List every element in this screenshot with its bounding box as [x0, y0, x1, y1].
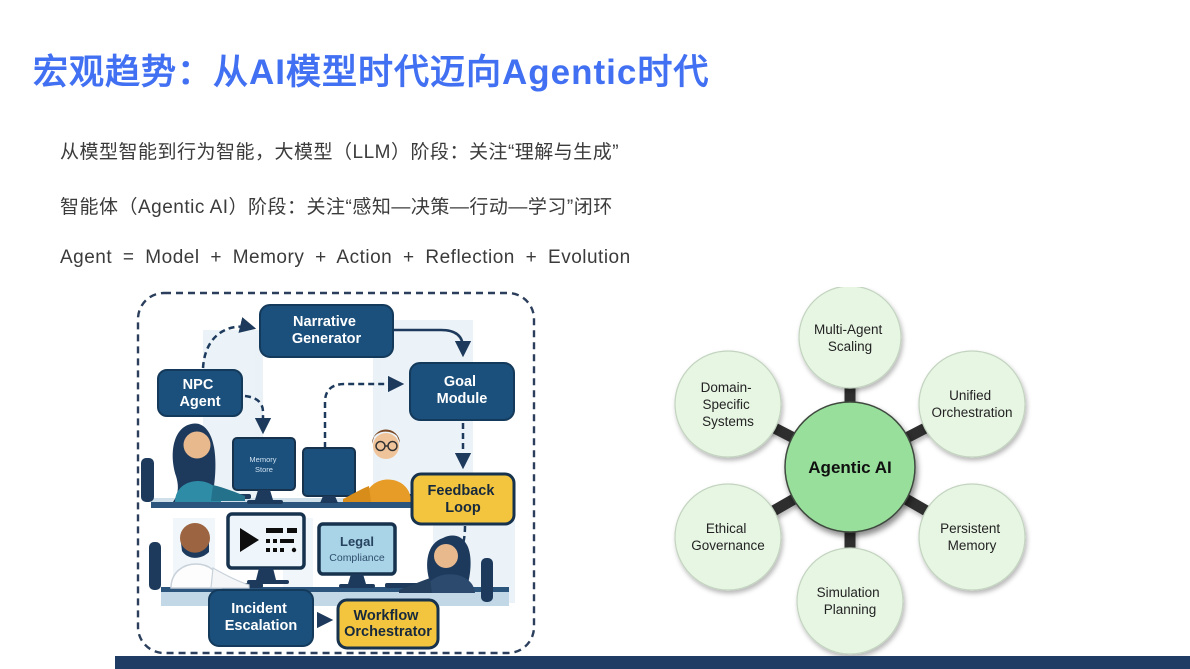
agentic-ai-hub-svg: Multi-Agent Scaling Domain- Specific Sys… [674, 285, 1026, 655]
ethical-governance-label: Ethical Governance [691, 521, 765, 553]
control-panel-monitor [226, 512, 306, 584]
arrow-npc-to-memory [244, 394, 272, 435]
legal-label: Legal [340, 534, 374, 549]
satellite-persistent-memory: Persistent Memory [918, 483, 1026, 591]
agentic-ai-hub-diagram: Multi-Agent Scaling Domain- Specific Sys… [660, 285, 1050, 667]
bullet-line-2: 智能体（Agentic AI）阶段：关注“感知—决策—行动—学习”闭环 [60, 197, 613, 218]
person-man-orange [343, 429, 411, 502]
memory-store-monitor: Memory Store [232, 437, 296, 504]
legal-compliance-monitor: Legal Compliance [317, 522, 397, 588]
satellite-domain-specific-systems: Domain- Specific Systems [674, 350, 782, 458]
narrative-generator-box: Narrative Generator [259, 304, 394, 358]
satellite-unified-orchestration: Unified Orchestration [918, 350, 1026, 458]
feedback-loop-label: Feedback Loop [428, 483, 499, 516]
goal-module-box: Goal Module [409, 362, 515, 421]
workflow-orchestrator-box: Workflow Orchestrator [336, 598, 440, 650]
feedback-loop-box: Feedback Loop [410, 472, 516, 526]
agent-workflow-illustration: Memory Store [133, 290, 540, 663]
compliance-label: Compliance [329, 552, 385, 564]
person-man-bald [149, 523, 250, 590]
agent-workflow-svg: Memory Store [136, 291, 536, 655]
satellite-multi-agent-scaling: Multi-Agent Scaling [798, 285, 902, 389]
npc-agent-box: NPC Agent [157, 369, 243, 417]
bullet-line-3: Agent = Model + Memory + Action + Reflec… [60, 247, 631, 268]
memory-store-label: Memory Store [249, 455, 278, 474]
narrative-generator-label: Narrative Generator [292, 314, 362, 347]
persistent-memory-label: Persistent Memory [940, 521, 1004, 553]
npc-agent-label: NPC Agent [179, 377, 220, 410]
page-title: 宏观趋势：从AI模型时代迈向Agentic时代 [33, 53, 710, 92]
bullet-line-1: 从模型智能到行为智能，大模型（LLM）阶段：关注“理解与生成” [60, 142, 620, 163]
arrow-monitor-to-goal [323, 375, 405, 458]
monitor-back-view [302, 447, 356, 503]
hub-center-agentic-ai: Agentic AI [784, 401, 916, 533]
satellite-ethical-governance: Ethical Governance [674, 483, 782, 591]
multi-agent-scaling-label: Multi-Agent Scaling [814, 322, 886, 354]
person-woman-teal [141, 423, 245, 502]
incident-escalation-label: Incident Escalation [225, 601, 298, 634]
arrow-narrative-to-goal [393, 328, 472, 358]
person-woman-navy [399, 535, 493, 602]
workflow-orchestrator-label: Workflow Orchestrator [344, 608, 432, 640]
agentic-ai-label: Agentic AI [808, 458, 891, 477]
satellite-simulation-planning: Simulation Planning [796, 547, 904, 655]
domain-specific-systems-label: Domain- Specific Systems [701, 380, 756, 429]
incident-escalation-box: Incident Escalation [208, 589, 314, 647]
unified-orchestration-label: Unified Orchestration [931, 388, 1012, 420]
goal-module-label: Goal Module [437, 374, 488, 407]
simulation-planning-label: Simulation Planning [817, 585, 884, 617]
footer-bar [115, 656, 1190, 669]
